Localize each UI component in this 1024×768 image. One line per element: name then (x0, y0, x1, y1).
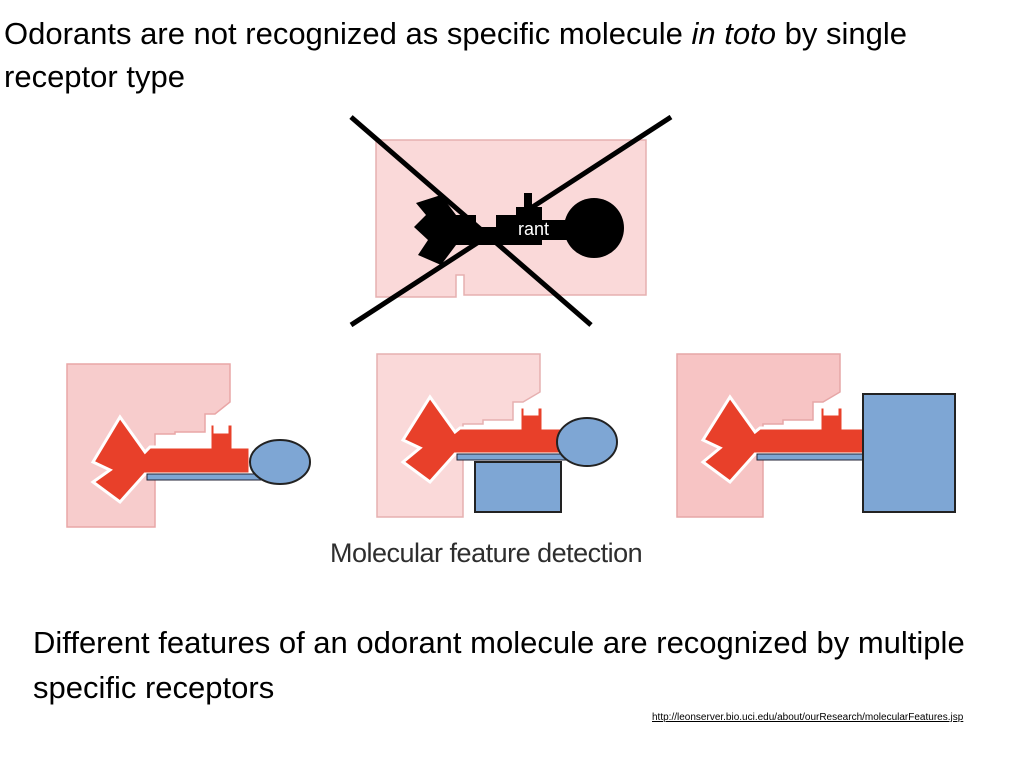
receptor-panel-1 (65, 362, 315, 530)
odorant-round-group-1 (250, 440, 310, 484)
crossed-out-receptor-diagram: rant (346, 115, 676, 327)
receptor-3-large-square-feature (863, 394, 955, 512)
molecule-round-end (564, 198, 624, 258)
title-text-1: Odorants are not recognized as specific … (4, 16, 692, 51)
title-italic: in toto (692, 16, 776, 51)
odorant-round-group-2 (557, 418, 617, 466)
receptor-panel-2 (375, 352, 637, 522)
figure-caption: Molecular feature detection (330, 538, 642, 569)
bottom-explanation: Different features of an odorant molecul… (33, 620, 1013, 710)
receptor-2-square-feature (475, 462, 561, 512)
source-link[interactable]: http://leonserver.bio.uci.edu/about/ourR… (652, 711, 982, 725)
binding-strip-1 (147, 474, 262, 480)
slide-title: Odorants are not recognized as specific … (4, 12, 1014, 98)
receptor-panel-3 (675, 352, 975, 522)
molecule-label: rant (518, 219, 549, 239)
binding-strip-2 (457, 454, 567, 460)
binding-strip-3 (757, 454, 867, 460)
